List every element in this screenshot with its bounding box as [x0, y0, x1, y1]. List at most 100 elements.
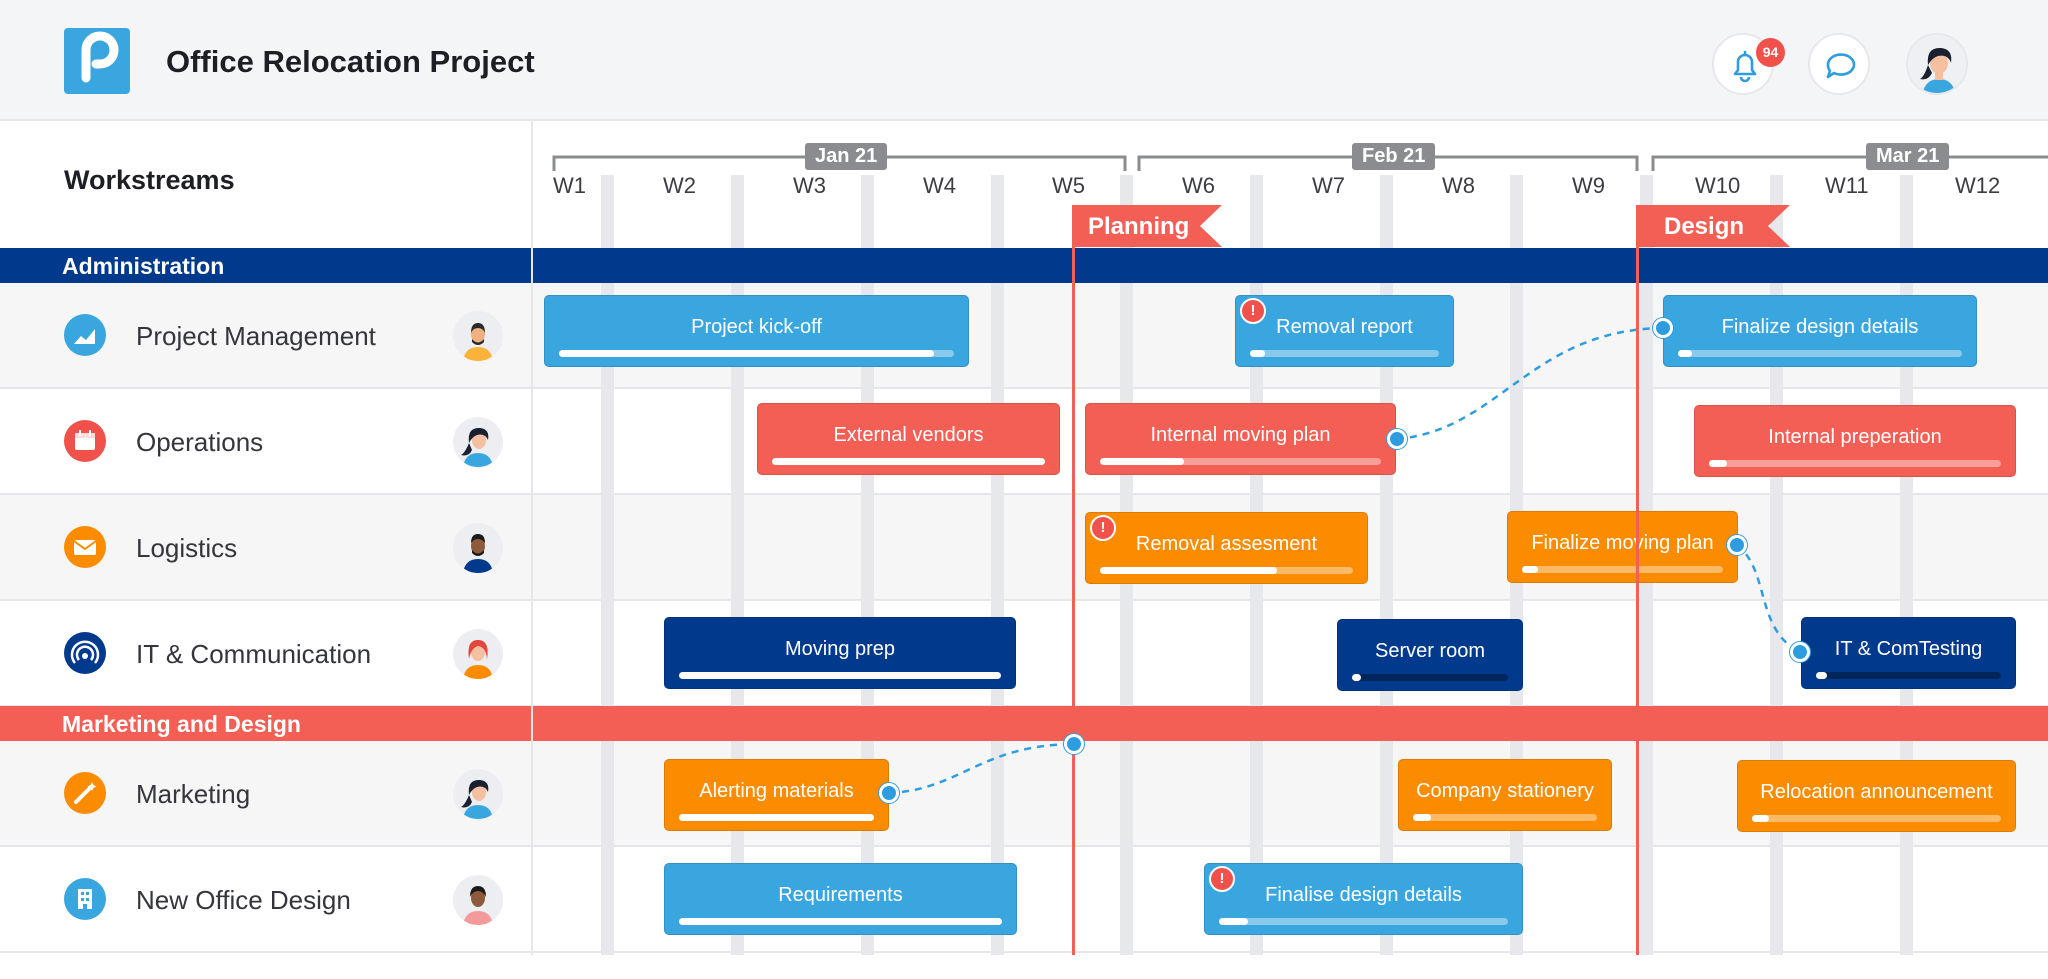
task-progress-track	[1752, 815, 2001, 822]
task-progress-fill	[1709, 460, 1727, 467]
dependency-handle[interactable]	[1727, 535, 1747, 555]
timeline-header: Jan 21 Feb 21 Mar 21 W1 W2 W3 W4 W5 W6 W…	[533, 121, 2048, 248]
task-label: IT & ComTesting	[1834, 638, 1983, 660]
assignee-avatar[interactable]	[453, 769, 503, 819]
task-progress-track	[1100, 567, 1353, 574]
dependency-handle[interactable]	[1387, 429, 1407, 449]
task-progress-fill	[559, 350, 935, 357]
milestone-line-planning	[1072, 205, 1075, 955]
task-bar[interactable]: IT & ComTesting	[1801, 617, 2016, 689]
task-progress-fill	[1352, 674, 1362, 681]
group-label: Administration	[62, 253, 225, 279]
task-progress-fill	[679, 918, 1002, 925]
alert-icon[interactable]: !	[1240, 298, 1266, 324]
task-progress-track	[679, 814, 874, 821]
task-progress-fill	[679, 814, 874, 821]
grid-column	[991, 175, 1004, 955]
task-progress-track	[1100, 458, 1381, 465]
row-label: Project Management	[136, 321, 376, 351]
task-label: Requirements	[778, 884, 903, 906]
task-bar[interactable]: Internal moving plan	[1085, 403, 1396, 475]
dependency-handle[interactable]	[879, 783, 899, 803]
task-label: Company stationery	[1416, 780, 1594, 802]
task-progress-track	[1816, 672, 2001, 679]
assignee-avatar[interactable]	[453, 523, 503, 573]
task-progress-track	[679, 672, 1001, 679]
task-label: Finalize design details	[1721, 316, 1919, 338]
week-label: W9	[1572, 173, 1605, 198]
task-bar[interactable]: Removal assesment!	[1085, 512, 1368, 584]
row-label: Logistics	[136, 533, 238, 563]
task-bar[interactable]: Finalise design details!	[1204, 863, 1523, 935]
user-avatar-button[interactable]	[1906, 33, 1968, 95]
alert-icon[interactable]: !	[1209, 866, 1235, 892]
task-progress-track	[679, 918, 1002, 925]
week-label: W5	[1052, 173, 1085, 198]
week-label: W12	[1955, 173, 2001, 198]
task-label: Removal assesment	[1135, 533, 1318, 555]
task-progress-fill	[1250, 350, 1266, 357]
task-progress-track	[1413, 814, 1597, 821]
workstream-row: Marketing	[0, 741, 2048, 847]
task-progress-fill	[1413, 814, 1432, 821]
messages-button[interactable]	[1808, 33, 1870, 95]
group-band-marketing[interactable]: Marketing and Design	[0, 706, 2048, 741]
task-progress-track	[1352, 674, 1508, 681]
task-bar[interactable]: External vendors	[757, 403, 1060, 475]
assignee-avatar[interactable]	[453, 875, 503, 925]
group-label: Marketing and Design	[62, 711, 301, 737]
grid-column	[1380, 175, 1393, 955]
p-logo-icon[interactable]	[64, 28, 130, 94]
week-label: W6	[1182, 173, 1215, 198]
task-bar[interactable]: Finalize moving plan	[1507, 511, 1738, 583]
task-progress-fill	[1816, 672, 1828, 679]
task-label: Project kick-off	[691, 316, 822, 338]
task-bar[interactable]: Finalize design details	[1663, 295, 1977, 367]
envelope-icon	[64, 526, 106, 568]
week-label: W7	[1312, 173, 1345, 198]
task-progress-fill	[1678, 350, 1693, 357]
task-bar[interactable]: Moving prep	[664, 617, 1016, 689]
task-progress-fill	[1100, 458, 1185, 465]
workstream-row: Operations	[0, 389, 2048, 495]
task-bar[interactable]: Relocation announcement	[1737, 760, 2016, 832]
month-label-jan: Jan 21	[805, 143, 888, 170]
dependency-handle[interactable]	[1653, 318, 1673, 338]
task-label: Moving prep	[784, 638, 896, 660]
task-bar[interactable]: Requirements	[664, 863, 1017, 935]
task-bar[interactable]: Removal report!	[1235, 295, 1454, 367]
week-label: W10	[1695, 173, 1741, 198]
assignee-avatar[interactable]	[453, 417, 503, 467]
task-progress-fill	[679, 672, 1001, 679]
task-label: Relocation announcement	[1760, 781, 1993, 803]
task-progress-fill	[772, 458, 1045, 465]
week-label: W3	[793, 173, 826, 198]
group-band-administration[interactable]: Administration	[0, 248, 2048, 283]
week-label: W4	[923, 173, 956, 198]
task-label: Internal moving plan	[1150, 424, 1331, 446]
task-bar[interactable]: Internal preperation	[1694, 405, 2016, 477]
dependency-handle[interactable]	[1064, 734, 1084, 754]
task-bar[interactable]: Alerting materials	[664, 759, 889, 831]
sidebar-divider	[531, 121, 533, 955]
assignee-avatar[interactable]	[453, 311, 503, 361]
row-label: IT & Communication	[136, 639, 372, 669]
milestone-flag-design[interactable]: Design	[1636, 205, 1790, 247]
alert-icon[interactable]: !	[1090, 515, 1116, 541]
task-bar[interactable]: Server room	[1337, 619, 1523, 691]
workstreams-heading: Workstreams	[64, 165, 235, 195]
assignee-avatar[interactable]	[453, 629, 503, 679]
task-bar[interactable]: Company stationery	[1398, 759, 1612, 831]
task-bar[interactable]: Project kick-off	[544, 295, 969, 367]
dependency-handle[interactable]	[1790, 642, 1810, 662]
row-label: Operations	[136, 427, 264, 457]
task-label: Alerting materials	[699, 780, 854, 802]
chart-icon	[64, 314, 106, 356]
task-progress-track	[772, 458, 1045, 465]
project-title: Office Relocation Project	[166, 44, 535, 79]
milestone-flag-planning[interactable]: Planning	[1072, 205, 1222, 247]
task-label: Internal preperation	[1768, 426, 1942, 448]
task-progress-fill	[1219, 918, 1248, 925]
